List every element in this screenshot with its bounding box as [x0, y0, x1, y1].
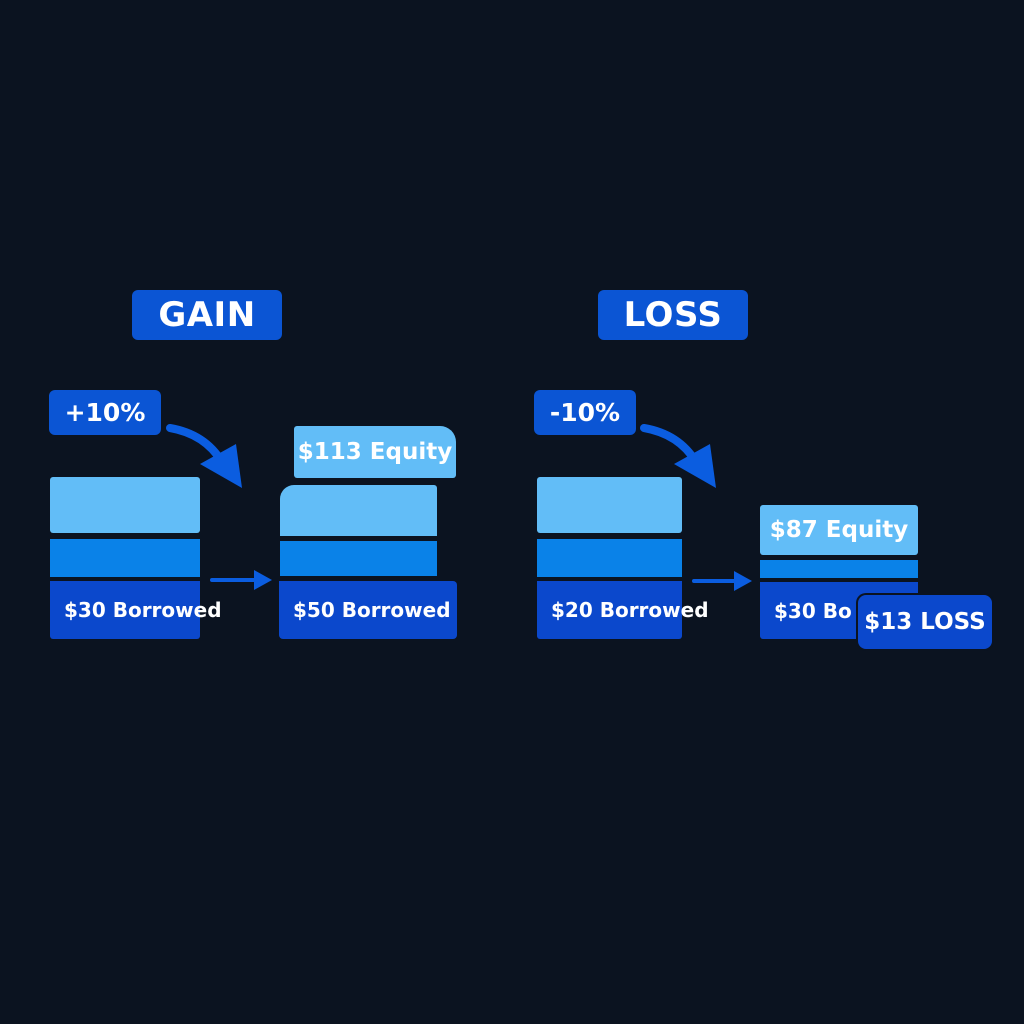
loss-straight-arrow-head-icon: [734, 571, 752, 591]
gain-after-middle-block: [280, 541, 437, 576]
gain-before-middle-block: [50, 539, 200, 577]
gain-curved-arrow-head-icon: [200, 444, 242, 488]
loss-before-borrowed-block: $20 Borrowed: [537, 581, 709, 639]
loss-after-equity-tag: $87 Equity: [760, 505, 918, 555]
gain-curved-arrow-icon: [166, 424, 226, 466]
loss-curved-arrow-icon: [640, 424, 700, 466]
loss-change-badge: -10%: [534, 390, 636, 435]
loss-header: LOSS: [598, 290, 748, 340]
loss-before-equity-block: [537, 477, 682, 533]
loss-amount-tag: $13 LOSS: [858, 595, 992, 649]
gain-header: GAIN: [132, 290, 282, 340]
gain-before-borrowed-block: $30 Borrowed: [50, 581, 222, 639]
gain-straight-arrow-head-icon: [254, 570, 272, 590]
gain-after-equity-tag: $113 Equity: [294, 426, 456, 478]
gain-change-badge: +10%: [49, 390, 161, 435]
gain-after-borrowed-block: $50 Borrowed: [279, 581, 457, 639]
gain-after-equity-block: [280, 485, 437, 536]
gain-before-equity-block: [50, 477, 200, 533]
loss-after-middle-block: [760, 560, 918, 578]
loss-before-middle-block: [537, 539, 682, 577]
